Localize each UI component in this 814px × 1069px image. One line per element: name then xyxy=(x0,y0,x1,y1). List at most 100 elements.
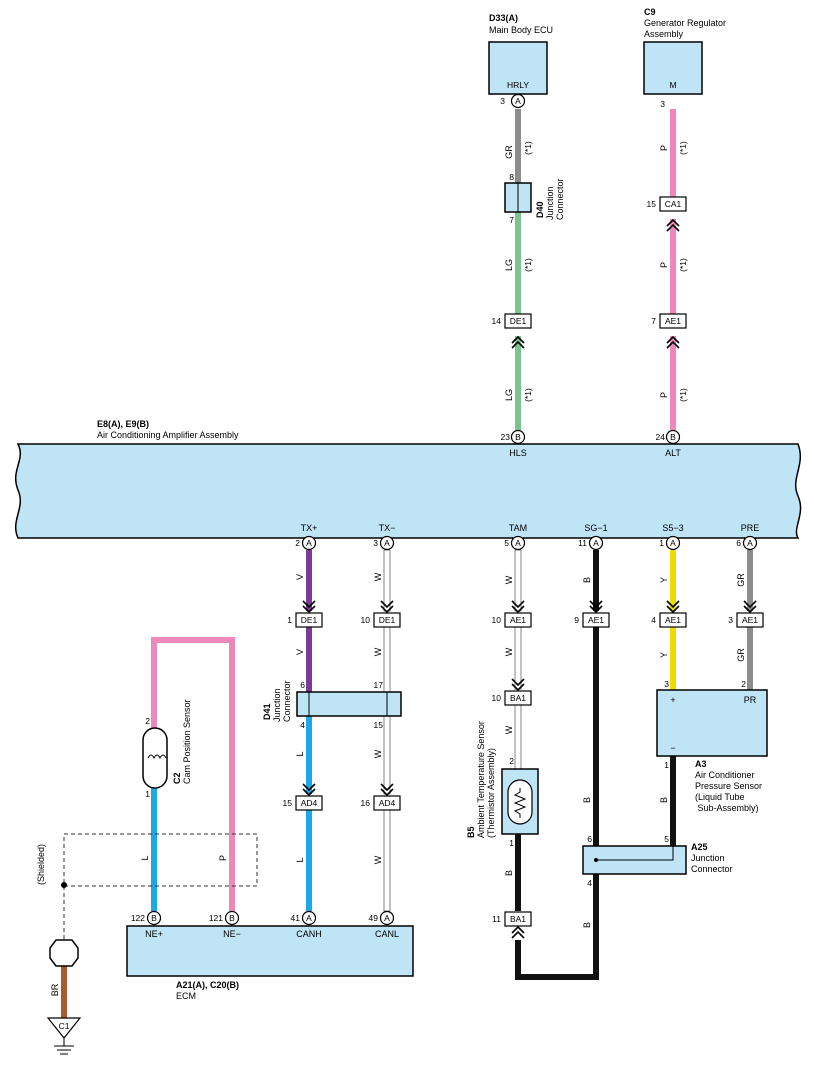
d41-pin-17: 17 xyxy=(374,680,384,690)
ca1-name: CA1 xyxy=(665,199,682,209)
wire-p-nem xyxy=(151,637,235,911)
svg-text:W: W xyxy=(504,647,514,656)
svg-text:P: P xyxy=(218,855,228,861)
svg-text:L: L xyxy=(295,751,305,756)
amp-body xyxy=(15,443,802,539)
wire-w-tam xyxy=(514,549,522,770)
svg-text:B: B xyxy=(659,797,669,803)
a3-name-4: Sub-Assembly) xyxy=(695,803,759,813)
svg-text:(*1): (*1) xyxy=(678,141,688,155)
wire-b-ba1-a25 xyxy=(515,874,599,980)
c2-body xyxy=(142,727,168,789)
nem-pin: 121 xyxy=(209,913,223,923)
d40-name-2: Connector xyxy=(555,178,565,220)
d41-pin-15: 15 xyxy=(374,720,384,730)
a3-name-2: Pressure Sensor xyxy=(695,781,762,791)
svg-text:(*1): (*1) xyxy=(678,388,688,402)
a3-plus: + xyxy=(670,695,675,705)
wire-color-labels: GR (*1) LG (*1) LG (*1) P (*1) P (*1) P … xyxy=(50,141,746,996)
txm-label: TX− xyxy=(379,523,396,533)
sg1-conn: A xyxy=(593,538,599,548)
d40-pin-out: 7 xyxy=(509,215,514,225)
a3-box xyxy=(656,689,768,757)
a3-terminal: PR xyxy=(744,695,757,705)
c9-name-1: Generator Regulator xyxy=(644,18,726,28)
ad4-canl-name: AD4 xyxy=(379,798,396,808)
b5-code: B5 xyxy=(466,826,476,838)
ground-icon xyxy=(46,939,82,1055)
ae1-sg1-name: AE1 xyxy=(588,615,604,625)
a3-pin-1: 1 xyxy=(664,760,669,770)
d33-name: Main Body ECU xyxy=(489,25,553,35)
d33-terminal: HRLY xyxy=(507,80,529,90)
svg-text:V: V xyxy=(295,649,305,655)
b5-pin-top: 2 xyxy=(509,756,514,766)
canh-pin: 41 xyxy=(291,913,301,923)
d33-box xyxy=(488,41,548,95)
tam-label: TAM xyxy=(509,523,527,533)
hls-conn: B xyxy=(515,432,521,442)
de1-txm-name: DE1 xyxy=(379,615,396,625)
nem-label: NE− xyxy=(223,929,241,939)
ba1-top-name: BA1 xyxy=(510,693,526,703)
svg-text:(*1): (*1) xyxy=(523,141,533,155)
canl-label: CANL xyxy=(375,929,399,939)
canh-conn: A xyxy=(306,913,312,923)
ad4-canh-pin: 15 xyxy=(283,798,293,808)
pre-conn: A xyxy=(747,538,753,548)
de1-txm-pin: 10 xyxy=(361,615,371,625)
svg-text:W: W xyxy=(504,725,514,734)
ad4-canh-name: AD4 xyxy=(301,798,318,808)
nep-label: NE+ xyxy=(145,929,163,939)
ae1-sg1-pin: 9 xyxy=(574,615,579,625)
txp-pin: 2 xyxy=(295,538,300,548)
ae1-tam-pin: 10 xyxy=(492,615,502,625)
c2-code: C2 xyxy=(172,772,182,784)
alt-pin: 24 xyxy=(656,432,666,442)
tam-conn: A xyxy=(515,538,521,548)
ae1-tam-name: AE1 xyxy=(510,615,526,625)
svg-text:W: W xyxy=(373,572,383,581)
shield-box xyxy=(63,833,258,887)
c2-pin-bottom: 1 xyxy=(145,789,150,799)
nem-conn: B xyxy=(229,913,235,923)
chevrons xyxy=(302,218,757,939)
d40-code: D40 xyxy=(535,201,545,218)
pre-pin: 6 xyxy=(736,538,741,548)
svg-text:P: P xyxy=(659,262,669,268)
de1-txp-pin: 1 xyxy=(287,615,292,625)
svg-text:L: L xyxy=(140,855,150,860)
txp-conn: A xyxy=(306,538,312,548)
svg-text:W: W xyxy=(504,575,514,584)
b5-name-1: Ambient Temperature Sensor xyxy=(476,721,486,838)
a3-code: A3 xyxy=(695,759,707,769)
svg-text:Y: Y xyxy=(659,652,669,658)
txm-conn: A xyxy=(384,538,390,548)
c9-code: C9 xyxy=(644,7,656,17)
ecm-code: A21(A), C20(B) xyxy=(176,980,239,990)
de1-top-pin: 14 xyxy=(492,316,502,326)
amp-code: E8(A), E9(B) xyxy=(97,419,149,429)
txm-pin: 3 xyxy=(373,538,378,548)
pre-label: PRE xyxy=(741,523,760,533)
tam-pin: 5 xyxy=(504,538,509,548)
d33-pin: 3 xyxy=(500,96,505,106)
d41-pin-4: 4 xyxy=(300,720,305,730)
c9-box xyxy=(643,41,703,95)
pin-circles xyxy=(146,93,758,926)
hls-label: HLS xyxy=(509,448,527,458)
svg-text:W: W xyxy=(373,647,383,656)
s53-conn: A xyxy=(670,538,676,548)
a3-name-1: Air Conditioner xyxy=(695,770,755,780)
d41-name-1: Junction xyxy=(272,688,282,722)
ae1-s53-name: AE1 xyxy=(665,615,681,625)
a25-name-2: Connector xyxy=(691,864,733,874)
svg-text:LG: LG xyxy=(504,259,514,271)
d33-code: D33(A) xyxy=(489,13,518,23)
d41-box xyxy=(296,691,402,717)
de1-txp-name: DE1 xyxy=(301,615,318,625)
c9-name-2: Assembly xyxy=(644,29,684,39)
ae1-pre-pin: 3 xyxy=(728,615,733,625)
svg-text:P: P xyxy=(659,145,669,151)
de1-top-name: DE1 xyxy=(510,316,527,326)
